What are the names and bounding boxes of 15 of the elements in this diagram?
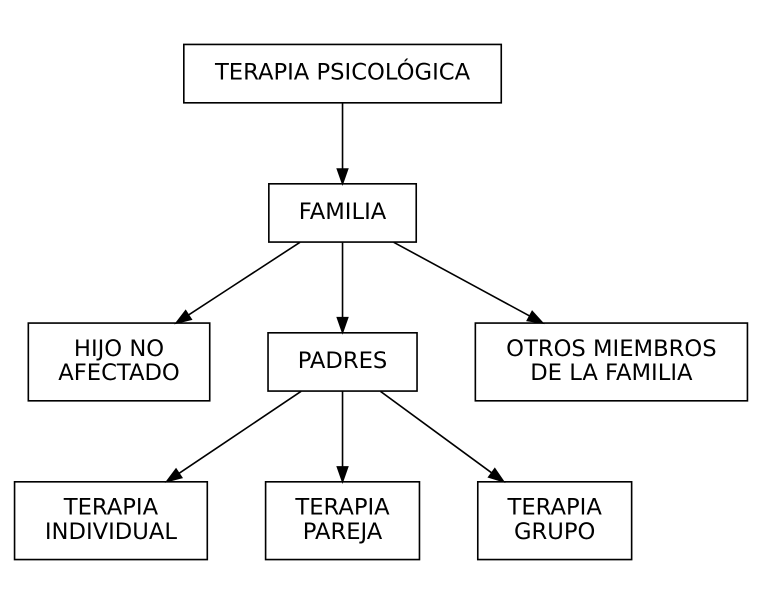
node-box: TERAPIA PSICOLÓGICA [183, 43, 502, 104]
arrow [336, 390, 349, 484]
arrow [380, 390, 506, 482]
node-box: TERAPIA GRUPO [476, 480, 632, 560]
arrow [174, 241, 300, 324]
node-box: PADRES [267, 331, 418, 392]
node-box: TERAPIA INDIVIDUAL [14, 480, 208, 560]
arrow [336, 102, 349, 186]
node-box: FAMILIA [268, 182, 418, 242]
arrow [393, 241, 545, 324]
node-box: OTROS MIEMBROS DE LA FAMILIA [474, 322, 748, 402]
node-box: HIJO NO AFECTADO [28, 322, 211, 402]
arrow [164, 390, 302, 482]
node-box: TERAPIA PAREJA [264, 480, 420, 560]
arrow [336, 242, 349, 334]
